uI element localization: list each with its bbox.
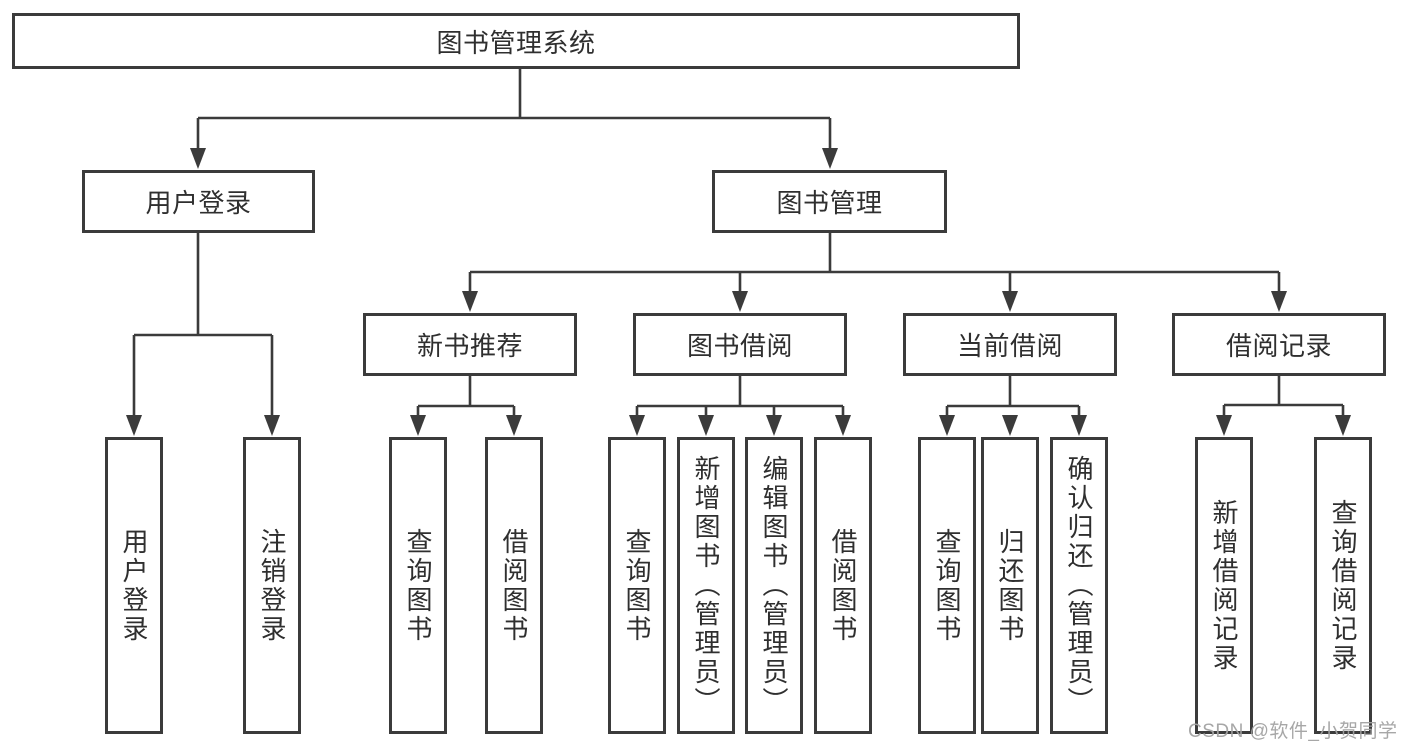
node-new-book-recommend: 新书推荐 [363,313,577,376]
node-label: 借阅图书 [828,527,858,644]
csdn-watermark: CSDN @软件_小贺同学 [1188,721,1398,742]
node-label: 当前借阅 [956,331,1063,361]
node-borrow-books-leaf: 借阅图书 [814,437,872,734]
node-logout-leaf: 注销登录 [243,437,301,734]
arrowheads [126,148,1351,436]
node-label: 用户登录 [119,527,149,644]
node-label: 查询图书 [932,527,962,644]
node-query-books-borrow: 查询图书 [608,437,666,734]
node-label: 归还图书 [995,527,1025,644]
node-label: 借阅记录 [1225,331,1332,361]
node-query-borrow-record: 查询借阅记录 [1314,437,1372,734]
node-borrow-books-recommend: 借阅图书 [485,437,543,734]
node-book-management: 图书管理 [712,170,947,233]
node-add-book-admin: 新增图书（管理员） [677,437,735,734]
node-label: 图书借阅 [686,331,793,361]
node-label: 查询图书 [622,527,652,644]
node-label: 查询借阅记录 [1328,498,1358,673]
node-current-borrow: 当前借阅 [903,313,1117,376]
node-label: 新增借阅记录 [1209,498,1239,673]
node-label: 注销登录 [257,527,287,644]
node-label: 图书管理 [776,188,883,218]
node-label: 确认归还（管理员） [1064,455,1094,716]
node-user-login: 用户登录 [82,170,315,233]
node-borrow-records: 借阅记录 [1172,313,1386,376]
node-query-books-current: 查询图书 [918,437,976,734]
node-user-login-leaf: 用户登录 [105,437,163,734]
node-label: 新增图书（管理员） [691,455,721,716]
node-label: 借阅图书 [499,527,529,644]
node-return-books: 归还图书 [981,437,1039,734]
node-book-borrow: 图书借阅 [633,313,847,376]
node-label: 新书推荐 [416,331,523,361]
node-label: 图书管理系统 [436,27,596,58]
node-add-borrow-record: 新增借阅记录 [1195,437,1253,734]
node-label: 查询图书 [403,527,433,644]
node-edit-book-admin: 编辑图书（管理员） [745,437,803,734]
connector-shafts [132,69,1345,418]
node-label: 编辑图书（管理员） [759,455,789,716]
node-label: 用户登录 [145,188,252,218]
node-library-system: 图书管理系统 [12,13,1020,69]
node-confirm-return-admin: 确认归还（管理员） [1050,437,1108,734]
node-query-books-recommend: 查询图书 [389,437,447,734]
